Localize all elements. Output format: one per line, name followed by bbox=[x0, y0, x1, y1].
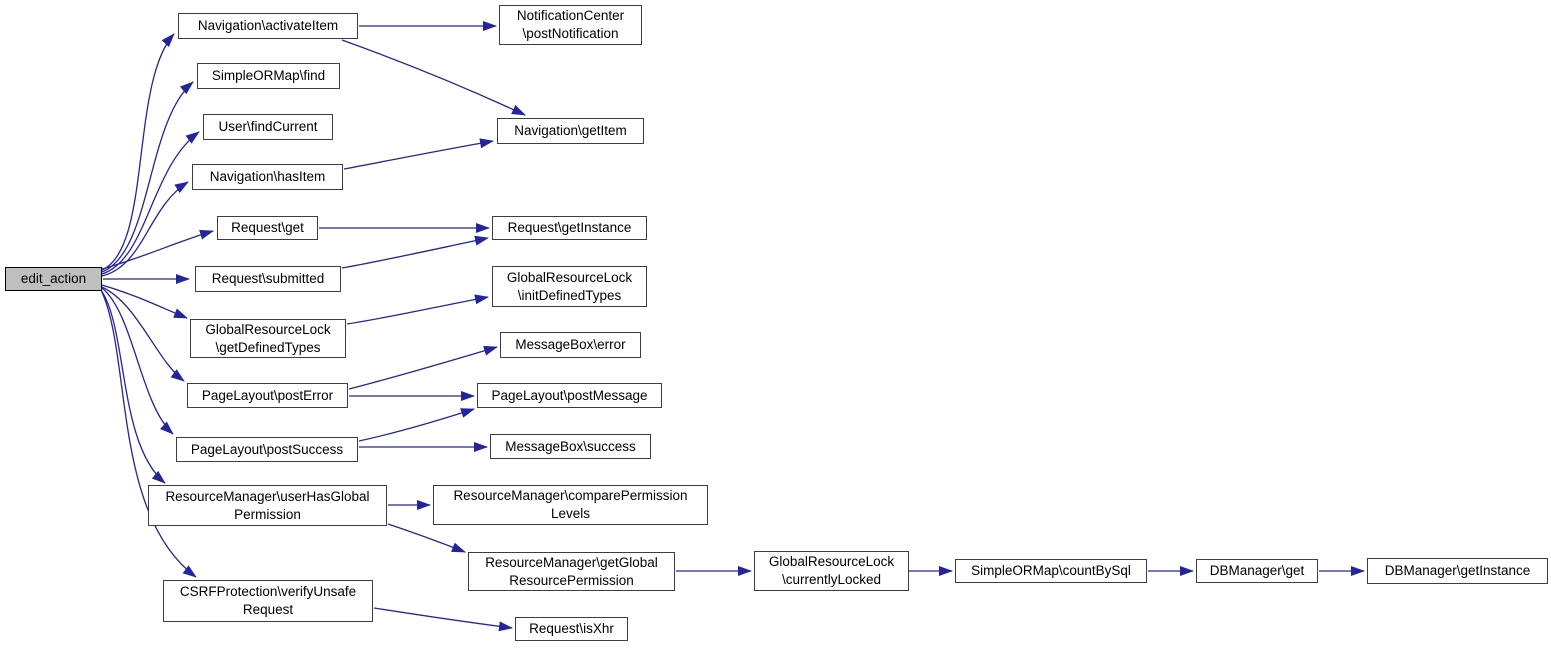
node-simpleormap-countbysql[interactable]: SimpleORMap\countBySql bbox=[955, 559, 1147, 583]
node-label: Navigation\getItem bbox=[514, 123, 627, 138]
node-label: Request\isXhr bbox=[529, 621, 614, 636]
node-label: GlobalResourceLock bbox=[205, 321, 331, 337]
edge-hasItem-to-getItem bbox=[343, 138, 494, 170]
edge-edit-action-to-find bbox=[101, 81, 194, 273]
node-label: Navigation\activateItem bbox=[197, 18, 339, 33]
edge-verifyUnsafeRequest-to-isXhr bbox=[373, 607, 513, 632]
node-label: ResourceManager\getGlobal bbox=[485, 554, 658, 570]
node-label: MessageBox\error bbox=[515, 337, 626, 352]
node-label: NotificationCenter bbox=[516, 8, 625, 23]
node-request-get[interactable]: Request\get bbox=[217, 216, 318, 240]
node-label: ResourceManager\userHasGlobal bbox=[165, 488, 370, 504]
node-label: \currentlyLocked bbox=[781, 572, 882, 587]
node-globalresourcelock-currentlylocked[interactable]: GlobalResourceLock \currentlyLocked bbox=[754, 551, 909, 591]
edge-edit-action-to-findCurrent bbox=[101, 131, 200, 275]
edge-edit-action-to-hasItem bbox=[101, 181, 189, 277]
node-dbmanager-get[interactable]: DBManager\get bbox=[1196, 559, 1318, 583]
node-pagelayout-posterror[interactable]: PageLayout\postError bbox=[187, 383, 348, 408]
node-messagebox-success[interactable]: MessageBox\success bbox=[490, 434, 651, 459]
edge-activateItem-to-getItem bbox=[341, 39, 526, 116]
node-label: Request\getInstance bbox=[507, 220, 632, 235]
node-label: PageLayout\postSuccess bbox=[190, 441, 344, 457]
node-dbmanager-getinstance[interactable]: DBManager\getInstance bbox=[1367, 558, 1548, 584]
edge-edit-action-to-verifyUnsafeRequest bbox=[100, 289, 197, 578]
node-navigation-activateitem[interactable]: Navigation\activateItem bbox=[178, 13, 358, 39]
node-label: DBManager\getInstance bbox=[1384, 563, 1531, 578]
node-label: \getDefinedTypes bbox=[215, 339, 321, 355]
node-pagelayout-postsuccess[interactable]: PageLayout\postSuccess bbox=[176, 437, 358, 462]
node-request-isxhr[interactable]: Request\isXhr bbox=[515, 617, 628, 641]
node-label: Levels bbox=[550, 506, 591, 521]
node-label: \initDefinedTypes bbox=[517, 287, 622, 303]
node-globalresourcelock-getdefinedtypes[interactable]: GlobalResourceLock \getDefinedTypes bbox=[190, 319, 346, 358]
node-edit-action: edit_action bbox=[5, 267, 102, 291]
node-label: CSRFProtection\verifyUnsafe bbox=[179, 584, 357, 599]
node-request-getinstance[interactable]: Request\getInstance bbox=[492, 216, 647, 240]
edge-getDefinedTypes-to-initDefinedTypes bbox=[346, 294, 489, 325]
edge-edit-action-to-userHasGlobalPermission bbox=[100, 289, 166, 484]
node-label: ResourceManager\comparePermission bbox=[453, 488, 688, 503]
node-label: Navigation\hasItem bbox=[209, 169, 326, 184]
node-globalresourcelock-initdefinedtypes[interactable]: GlobalResourceLock \initDefinedTypes bbox=[492, 266, 647, 307]
node-label: Request\submitted bbox=[211, 271, 325, 286]
edge-edit-action-to-getDefinedTypes bbox=[101, 284, 188, 319]
node-navigation-getitem[interactable]: Navigation\getItem bbox=[497, 118, 644, 144]
edge-postError-to-error bbox=[348, 345, 498, 390]
node-notificationcenter-postnotification[interactable]: NotificationCenter \postNotification bbox=[499, 5, 642, 45]
node-label: PageLayout\postError bbox=[201, 387, 334, 403]
node-simpleormap-find[interactable]: SimpleORMap\find bbox=[197, 63, 340, 89]
node-label: Request bbox=[242, 602, 294, 617]
node-label: Request\get bbox=[231, 220, 304, 235]
edge-edit-action-to-request-get bbox=[101, 229, 214, 270]
node-label: PageLayout\postMessage bbox=[491, 387, 648, 403]
node-label: User\findCurrent bbox=[218, 119, 318, 134]
node-label: MessageBox\success bbox=[505, 438, 636, 454]
node-user-findcurrent[interactable]: User\findCurrent bbox=[203, 114, 333, 140]
edge-edit-action-to-activateItem bbox=[101, 33, 175, 271]
node-messagebox-error[interactable]: MessageBox\error bbox=[500, 332, 641, 358]
edge-userHasGlobal-to-getGlobalResourcePermission bbox=[387, 523, 466, 553]
node-request-submitted[interactable]: Request\submitted bbox=[195, 266, 341, 292]
node-label: \postNotification bbox=[522, 26, 619, 41]
node-label: Permission bbox=[234, 506, 301, 522]
node-label: SimpleORMap\find bbox=[211, 68, 326, 83]
node-label: DBManager\get bbox=[1209, 563, 1305, 578]
node-label: SimpleORMap\countBySql bbox=[971, 563, 1131, 578]
edge-edit-action-to-postSuccess bbox=[101, 287, 174, 435]
node-pagelayout-postmessage[interactable]: PageLayout\postMessage bbox=[477, 383, 662, 408]
edge-edit-action-to-postError bbox=[101, 286, 185, 382]
edge-submitted-to-getInstance bbox=[341, 235, 489, 269]
node-label: GlobalResourceLock bbox=[768, 554, 895, 569]
node-label: GlobalResourceLock bbox=[506, 269, 633, 285]
node-navigation-hasitem[interactable]: Navigation\hasItem bbox=[192, 164, 343, 190]
node-label: ResourcePermission bbox=[509, 572, 634, 588]
node-label: edit_action bbox=[20, 271, 87, 286]
edge-postSuccess-to-postMessage bbox=[358, 408, 475, 442]
